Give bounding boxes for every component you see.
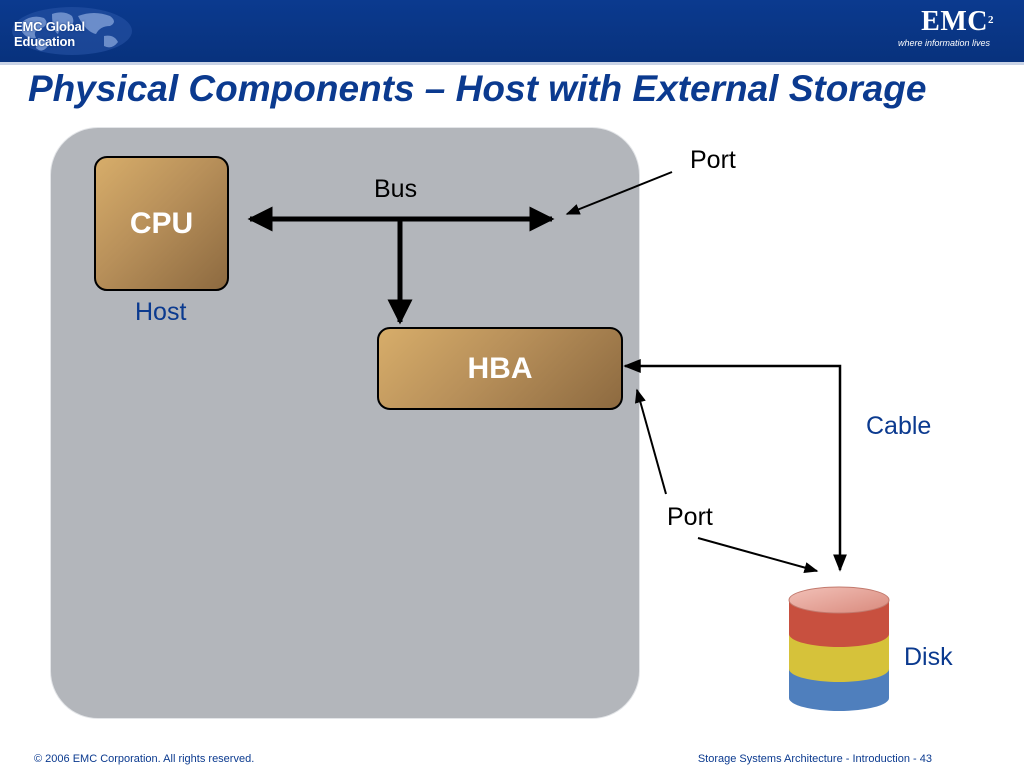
footer-page-number: 43 [919, 753, 932, 765]
host-label: Host [135, 298, 187, 326]
header-divider [0, 62, 1024, 65]
world-map-icon [12, 7, 132, 55]
edu-logo-text: EMC Global Education [14, 19, 85, 49]
emc-superscript: 2 [988, 14, 994, 26]
emc-tagline: where information lives [897, 38, 990, 48]
port-bottom-pointer-hba [634, 388, 667, 495]
disk-icon [788, 586, 890, 711]
port-bottom-pointer-disk [697, 537, 819, 574]
port-top-label: Port [690, 146, 736, 174]
emc-wordmark: EMC2 [884, 8, 994, 36]
footer-course-info: Storage Systems Architecture - Introduct… [698, 753, 932, 765]
hba-box: HBA [377, 327, 623, 410]
cable-line [623, 359, 847, 572]
header-bar: EMC Global Education EMC2 where informat… [0, 0, 1024, 62]
footer-course-title: Storage Systems Architecture - Introduct… [697, 753, 910, 765]
port-top-pointer [565, 171, 673, 215]
footer-separator: - [909, 753, 920, 765]
emc-wordmark-text: EMC [921, 6, 988, 37]
cpu-box: CPU [94, 156, 229, 291]
emc-brand-logo: EMC2 where information lives [884, 8, 994, 56]
footer-copyright: © 2006 EMC Corporation. All rights reser… [34, 753, 255, 765]
bus-label: Bus [374, 175, 418, 203]
cable-label: Cable [866, 412, 932, 440]
slide-title: Physical Components – Host with External… [28, 68, 927, 109]
port-bottom-label: Port [667, 503, 713, 531]
disk-label: Disk [904, 643, 953, 671]
emc-global-education-logo: EMC Global Education [8, 4, 136, 58]
